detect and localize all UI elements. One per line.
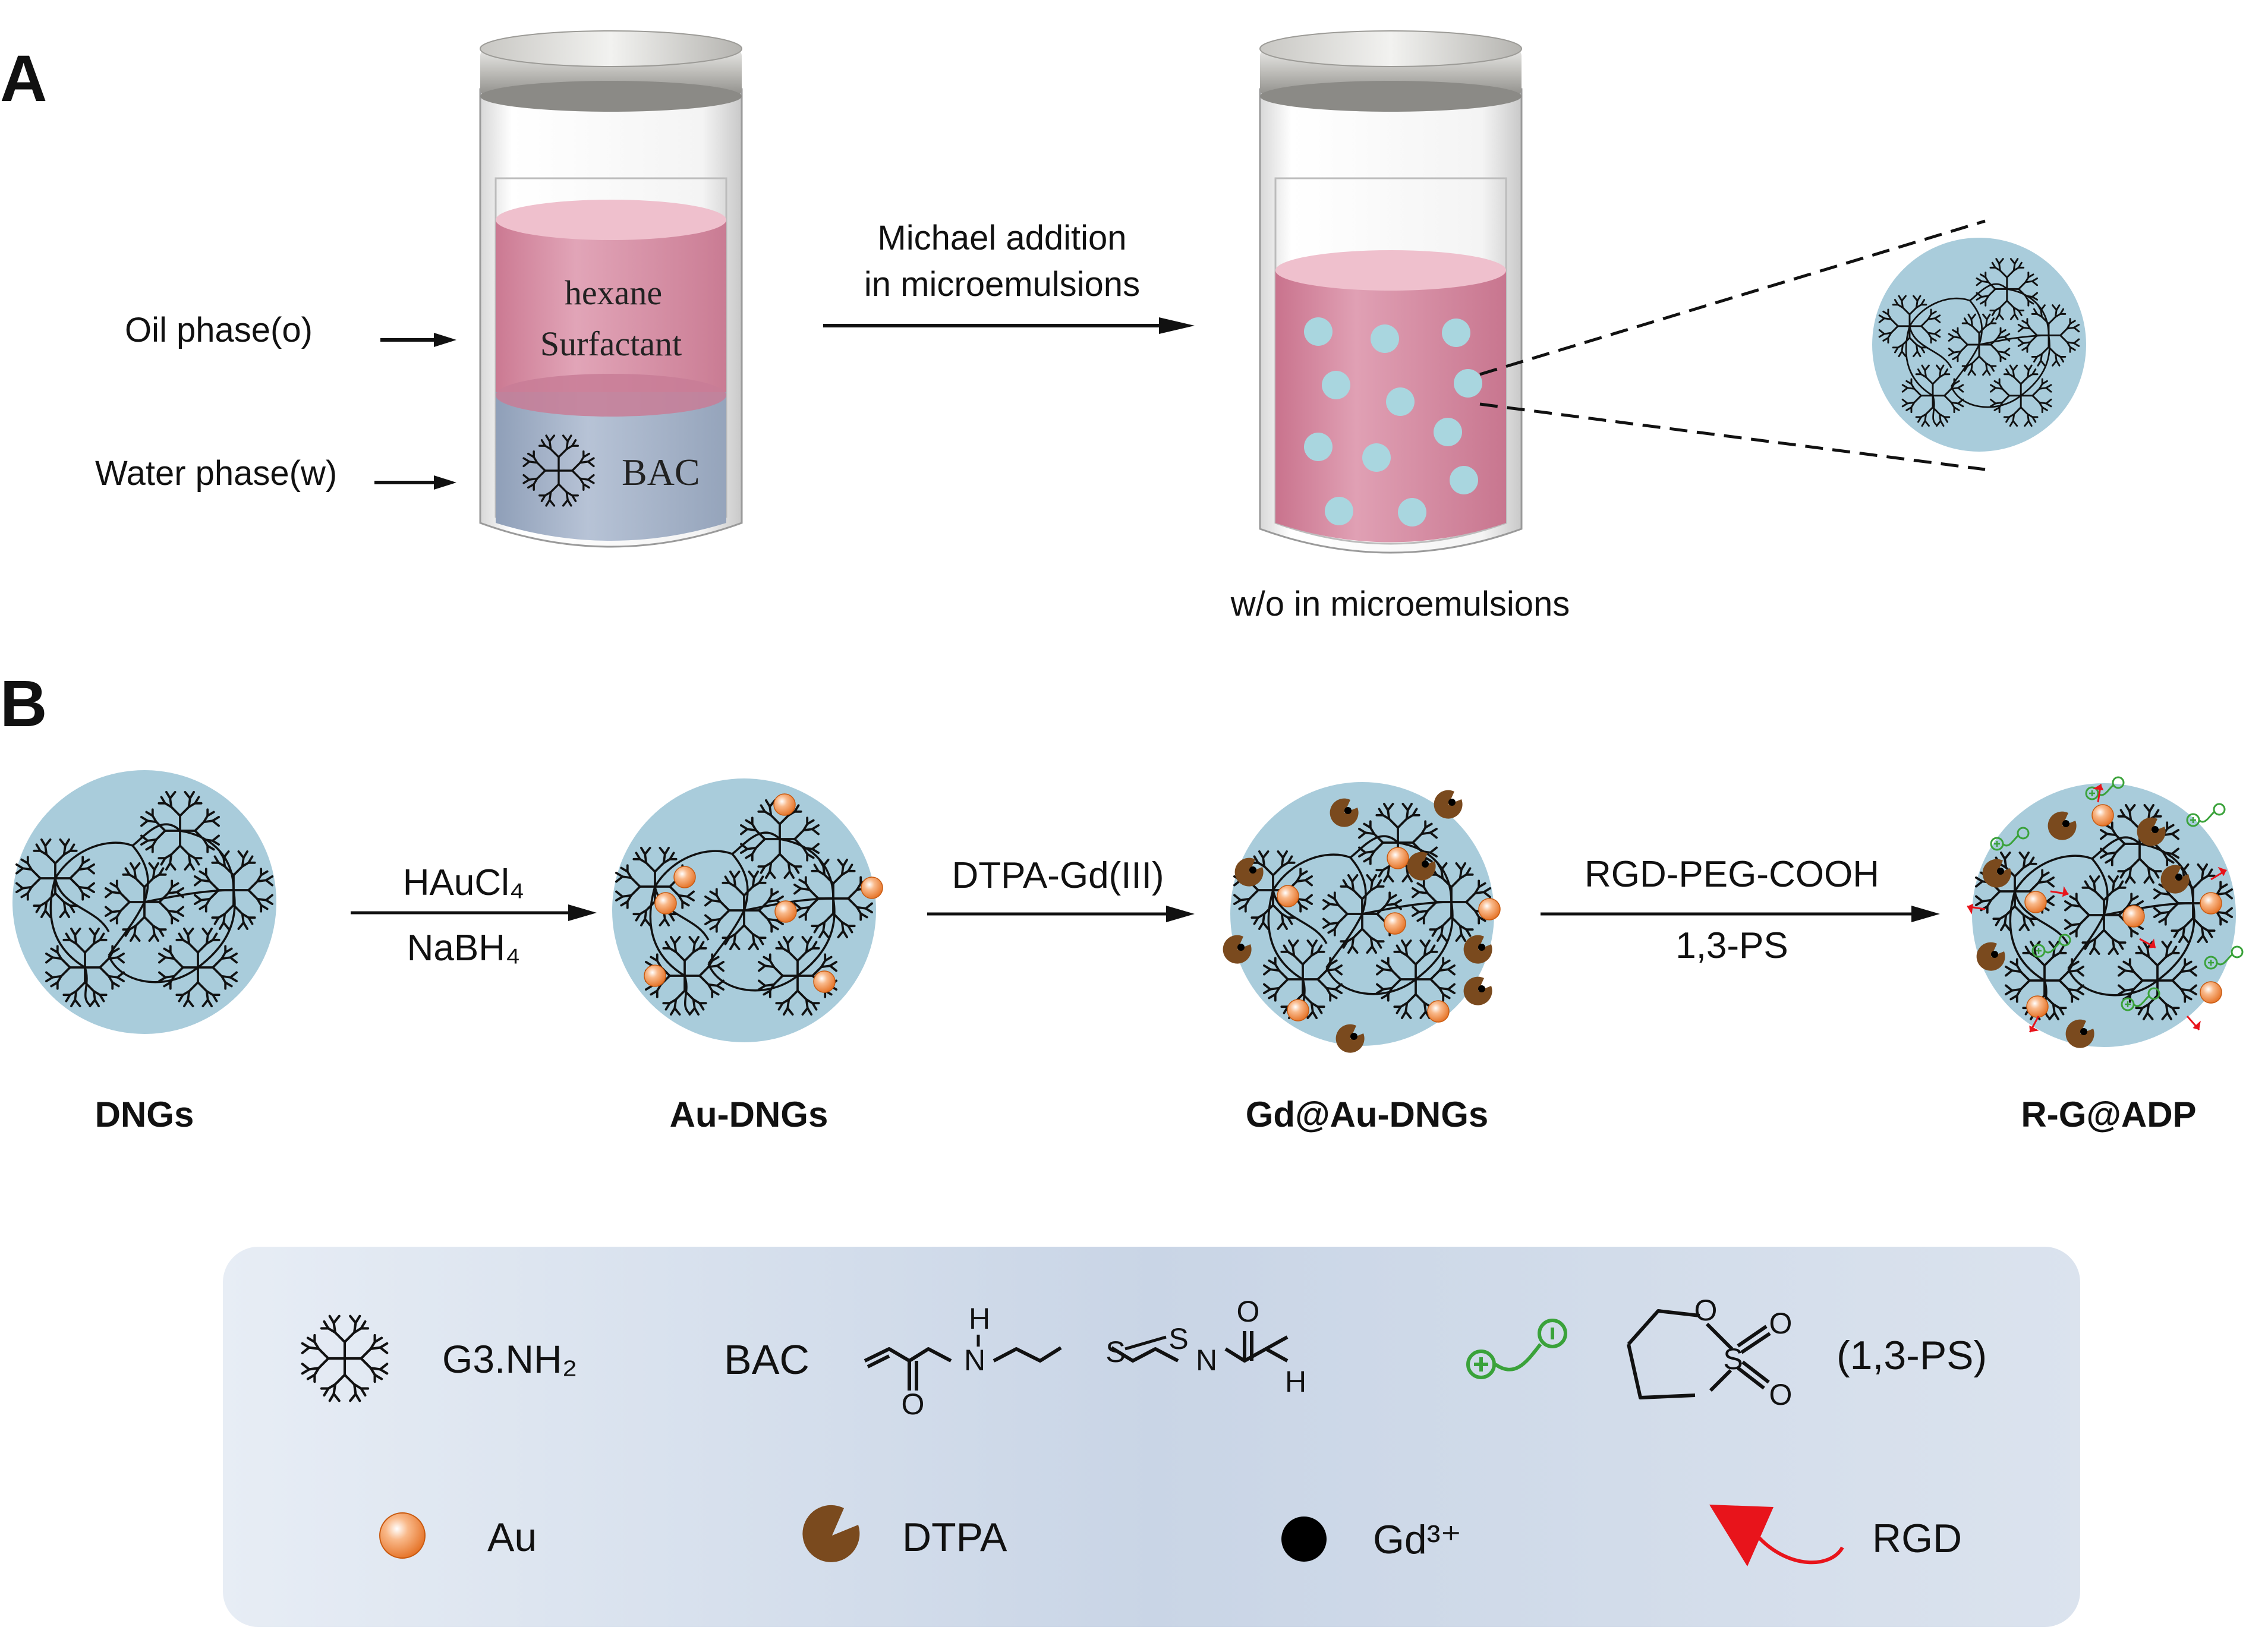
legend-dtpa-label: DTPA bbox=[902, 1515, 1007, 1560]
oil-layer-label-surfactant: Surfactant bbox=[540, 324, 682, 363]
reaction-label-line1: Michael addition bbox=[877, 219, 1126, 257]
nanogel-gd-au-dngs bbox=[1223, 782, 1501, 1053]
legend-ps-label: (1,3-PS) bbox=[1837, 1333, 1987, 1378]
step3-reagent-bottom: 1,3-PS bbox=[1675, 925, 1788, 966]
zoom-lines bbox=[1479, 219, 1986, 471]
reaction-arrow bbox=[823, 317, 1195, 334]
stage-label-r-g-adp: R-G@ADP bbox=[2021, 1095, 2196, 1134]
bac-atom-o1: O bbox=[902, 1388, 925, 1421]
bac-atom-h1: H bbox=[969, 1302, 990, 1335]
ps-atom-o1: O bbox=[1769, 1307, 1793, 1340]
reaction-label-line2: in microemulsions bbox=[864, 265, 1140, 304]
bac-atom-h2: H bbox=[1285, 1365, 1306, 1398]
water-phase-arrow bbox=[374, 475, 456, 490]
bac-atom-s1: S bbox=[1105, 1335, 1125, 1369]
ps-structure bbox=[1627, 1309, 1771, 1399]
legend-rgd-icon bbox=[1709, 1505, 1844, 1566]
zwitterion-icon bbox=[1466, 1319, 1567, 1379]
oil-layer bbox=[496, 200, 726, 410]
stage-label-dngs: DNGs bbox=[95, 1095, 194, 1134]
bac-structure bbox=[864, 1331, 1289, 1391]
stage-label-gd-au-dngs: Gd@Au-DNGs bbox=[1246, 1095, 1489, 1134]
water-layer-label: BAC bbox=[622, 451, 700, 493]
step1-arrow bbox=[351, 904, 597, 921]
bac-atom-n1: N bbox=[964, 1344, 985, 1377]
oil-layer-label-hexane: hexane bbox=[565, 273, 662, 312]
vial-left: hexane Surfactant BAC bbox=[479, 30, 743, 548]
stage-label-au-dngs: Au-DNGs bbox=[670, 1095, 829, 1134]
bac-atom-n2: N bbox=[1196, 1344, 1217, 1377]
ps-atom-o-ring: O bbox=[1694, 1294, 1718, 1327]
legend-bac-label: BAC bbox=[724, 1336, 809, 1383]
bac-atom-o2: O bbox=[1237, 1295, 1260, 1328]
nanogel-au-dngs bbox=[612, 778, 883, 1042]
step3-arrow bbox=[1541, 906, 1940, 922]
legend-g3-label: G3.NH₂ bbox=[442, 1337, 577, 1381]
step1-reagent-top: HAuCl₄ bbox=[403, 862, 524, 903]
vial-cap-left bbox=[480, 30, 742, 112]
panel-label-a: A bbox=[0, 42, 47, 115]
panel-label-b: B bbox=[0, 667, 47, 740]
step3-reagent-top: RGD-PEG-COOH bbox=[1585, 854, 1879, 895]
vial-cap-right bbox=[1259, 30, 1522, 112]
oil-phase-arrow bbox=[380, 333, 456, 347]
water-phase-label: Water phase(w) bbox=[95, 454, 337, 493]
microemulsion-caption: w/o in microemulsions bbox=[1230, 585, 1570, 623]
nanogel-dngs bbox=[12, 770, 276, 1034]
bac-atom-s2: S bbox=[1168, 1322, 1188, 1355]
legend-au-label: Au bbox=[487, 1515, 537, 1560]
legend-gd-label: Gd³⁺ bbox=[1373, 1517, 1461, 1562]
legend-box: G3.NH₂ BAC N H O S S N H O bbox=[223, 1247, 2080, 1627]
ps-atom-s: S bbox=[1723, 1342, 1743, 1376]
oil-phase-label: Oil phase(o) bbox=[125, 311, 313, 349]
ps-atom-o2: O bbox=[1769, 1378, 1793, 1411]
vial-right bbox=[1259, 30, 1523, 554]
nanogel-r-g-adp bbox=[1964, 776, 2244, 1048]
legend-dtpa-icon bbox=[802, 1505, 860, 1562]
legend-rgd-label: RGD bbox=[1872, 1516, 1962, 1561]
step2-reagent: DTPA-Gd(III) bbox=[952, 855, 1164, 896]
legend-au-icon bbox=[379, 1512, 426, 1559]
step2-arrow bbox=[927, 906, 1195, 922]
legend-gd-icon bbox=[1281, 1517, 1327, 1562]
step1-reagent-bottom: NaBH₄ bbox=[407, 928, 521, 969]
water-droplets bbox=[1304, 317, 1482, 526]
droplet-zoom bbox=[1872, 238, 2086, 452]
